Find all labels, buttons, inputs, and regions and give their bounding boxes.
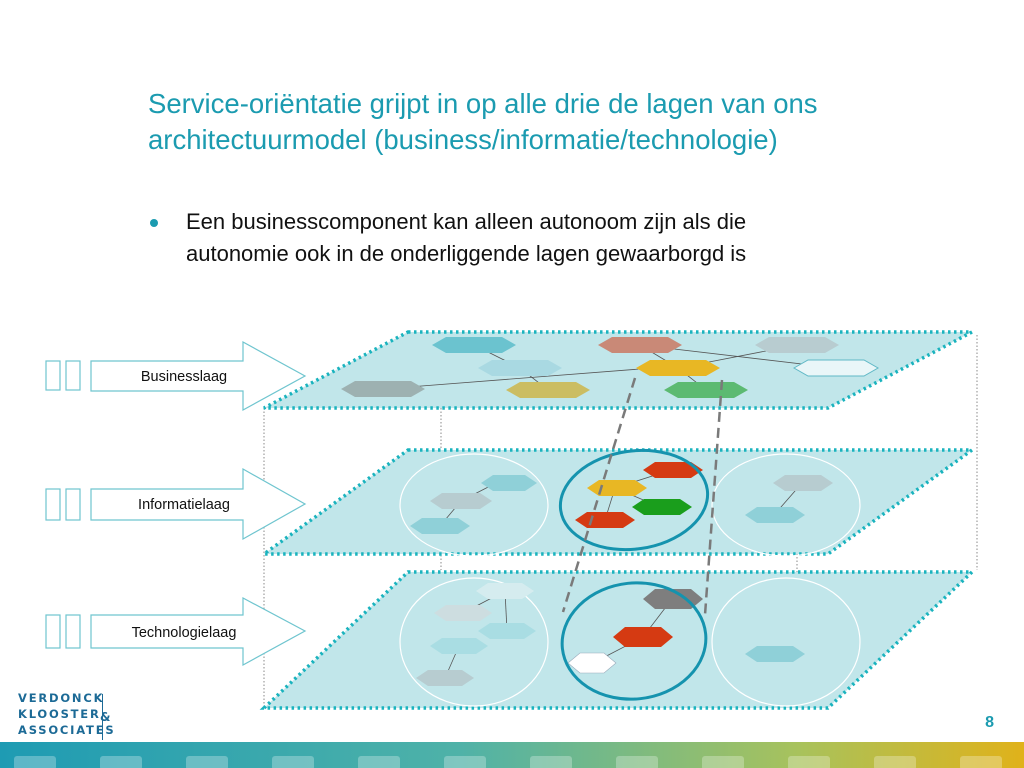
hexagon-component-icon	[575, 512, 635, 528]
technology-layer-plane	[259, 570, 977, 710]
hexagon-component-icon	[481, 475, 537, 491]
logo-line: KLOOSTER	[18, 707, 101, 721]
hexagon-component-icon	[643, 462, 703, 478]
footer-block	[272, 756, 314, 768]
layer-arrow-business: Businesslaag	[45, 340, 307, 412]
layer-label-business: Businesslaag	[141, 369, 227, 385]
hexagon-component-icon	[745, 646, 805, 662]
hexagon-component-icon	[567, 652, 617, 674]
hexagon-component-icon	[792, 359, 880, 377]
company-logo: VERDONCK KLOOSTER ASSOCIATES	[18, 690, 115, 738]
hexagon-component-icon	[478, 623, 536, 639]
hexagon-component-icon	[598, 337, 682, 353]
footer-block	[960, 756, 1002, 768]
hexagon-component-icon	[434, 605, 492, 621]
layer-label-technology: Technologielaag	[132, 625, 237, 641]
traceability-dashed-lines	[561, 377, 724, 616]
footer-block	[530, 756, 572, 768]
bullet-line: autonomie ook in de onderliggende lagen …	[186, 241, 747, 266]
hexagon-component-icon	[632, 499, 692, 515]
slide-title-line: architectuurmodel (business/informatie/t…	[148, 124, 778, 155]
bullet-line: Een businesscomponent kan alleen autonoo…	[186, 209, 747, 234]
highlighted-component-ellipse	[560, 581, 708, 701]
footer-block	[444, 756, 486, 768]
hexagon-component-icon	[430, 638, 488, 654]
hexagon-component-icon	[745, 507, 805, 523]
footer-block	[14, 756, 56, 768]
footer-block	[616, 756, 658, 768]
hexagon-component-icon	[341, 381, 425, 397]
layer-arrow-icon	[90, 597, 307, 667]
layer-arrow-icon	[90, 467, 307, 541]
logo-ampersand: &	[100, 710, 111, 724]
layer-arrow-technology: Technologielaag	[45, 597, 307, 667]
hexagon-component-icon	[506, 382, 590, 398]
bullet-dot-icon	[150, 219, 158, 227]
hexagon-component-icon	[773, 475, 833, 491]
information-layer-plane	[258, 448, 978, 557]
hexagon-component-icon	[636, 360, 720, 376]
highlighted-component-ellipse	[558, 448, 710, 552]
slide-title: Service-oriëntatie grijpt in op alle dri…	[148, 86, 1008, 158]
footer-block	[874, 756, 916, 768]
hexagon-component-icon	[613, 627, 673, 647]
hexagon-component-icon	[430, 493, 492, 509]
footer-block	[702, 756, 744, 768]
hexagon-component-icon	[755, 337, 839, 353]
layer-arrow-icon	[90, 340, 307, 412]
hexagon-component-icon	[476, 583, 534, 599]
hexagon-component-icon	[478, 360, 562, 376]
layer-label-information: Informatielaag	[138, 497, 230, 513]
footer-block	[100, 756, 142, 768]
footer-decoration-strip	[0, 742, 1024, 768]
layer-arrow-information: Informatielaag	[45, 467, 307, 541]
business-layer-plane	[263, 330, 973, 410]
logo-line: ASSOCIATES	[18, 723, 116, 737]
hexagon-component-icon	[410, 518, 470, 534]
hexagon-component-icon	[587, 480, 647, 496]
hexagon-component-icon	[643, 589, 703, 609]
footer-block	[186, 756, 228, 768]
footer-block	[788, 756, 830, 768]
hexagon-component-icon	[416, 670, 474, 686]
page-number: 8	[985, 714, 994, 731]
logo-line: VERDONCK	[18, 691, 105, 705]
logo-divider	[102, 694, 103, 740]
hexagon-component-icon	[664, 382, 748, 398]
slide-title-line: Service-oriëntatie grijpt in op alle dri…	[148, 88, 818, 119]
footer-block	[358, 756, 400, 768]
hexagon-component-icon	[432, 337, 516, 353]
bullet-text: Een businesscomponent kan alleen autonoo…	[186, 206, 966, 270]
